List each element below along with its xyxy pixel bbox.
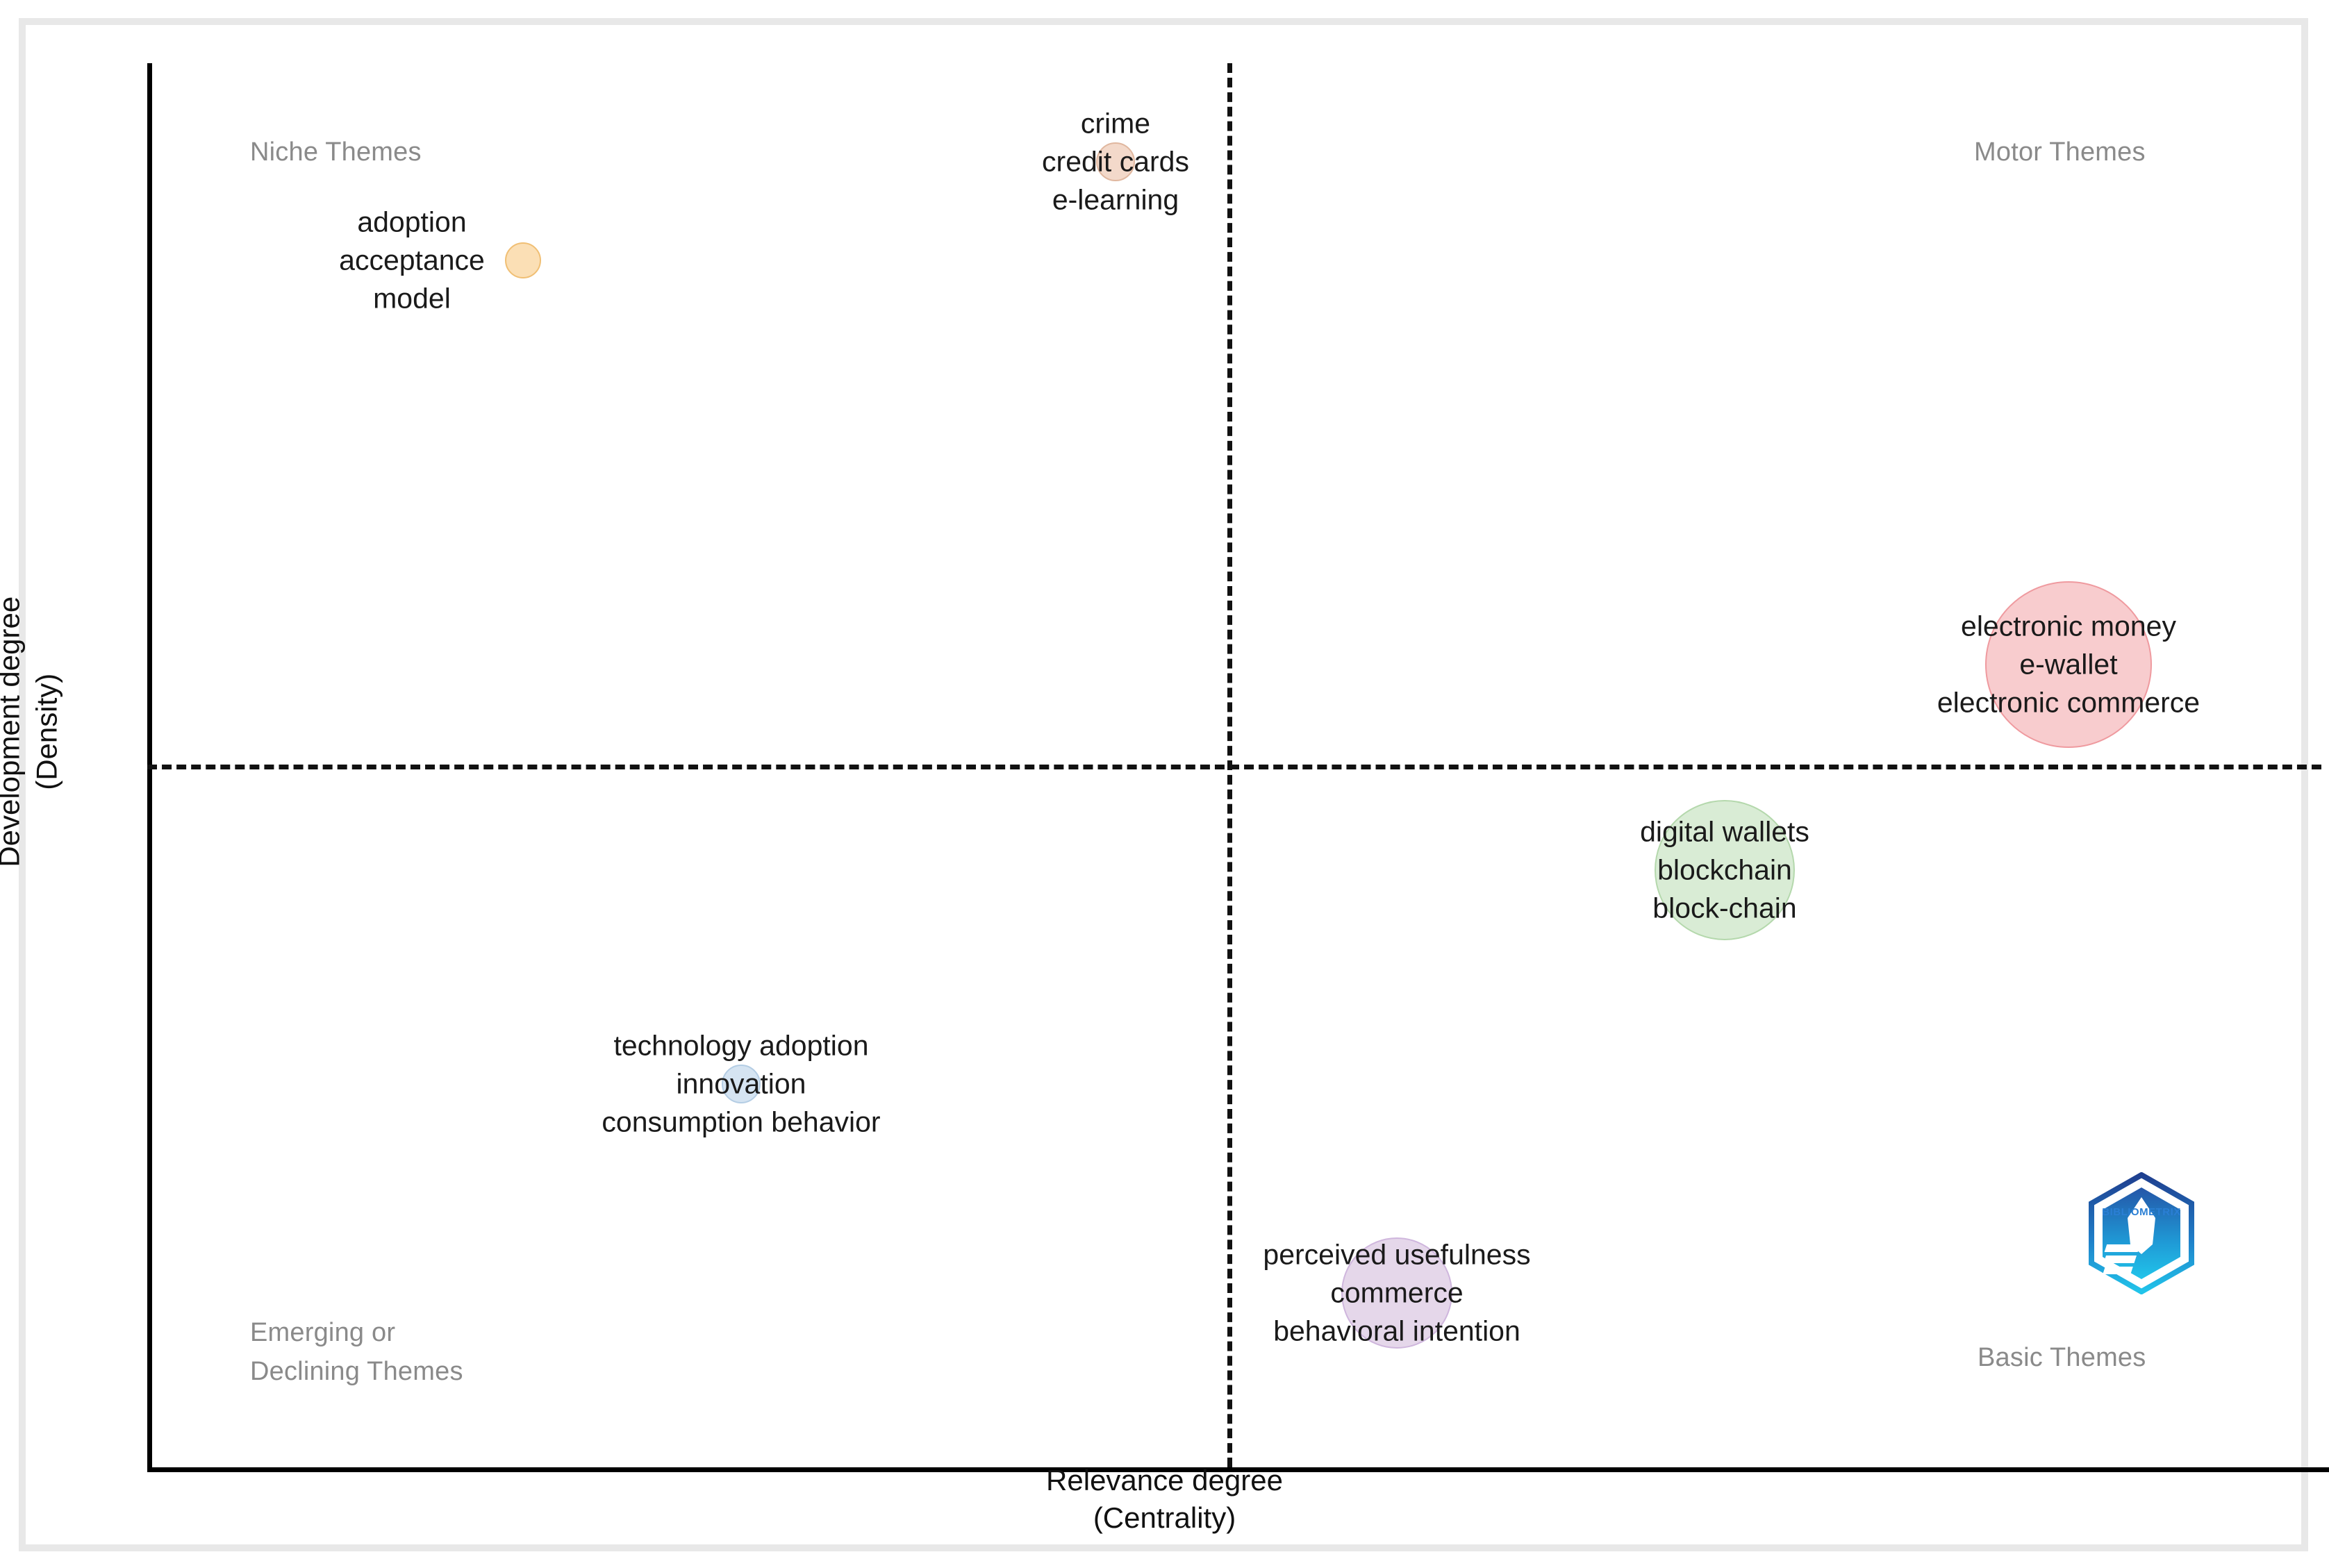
cluster-term: model [373, 282, 451, 315]
quadrant-label-emerging-declining-themes: Emerging or Declining Themes [250, 1318, 463, 1386]
bubble-electronic-money-cluster[interactable] [1985, 581, 2152, 748]
bubble-innovation-cluster[interactable] [722, 1065, 761, 1103]
bubble-crime-cluster[interactable] [1096, 142, 1135, 181]
quadrant-label-motor-themes: Motor Themes [1974, 137, 2146, 167]
stacked-bars-icon [2103, 1244, 2141, 1274]
horizontal-quadrant-divider [147, 765, 2321, 769]
cluster-term: acceptance [339, 244, 485, 276]
cluster-term: e-learning [1052, 183, 1179, 216]
x-axis-title: Relevance degree (Centrality) [1046, 1464, 1283, 1534]
cluster-term: consumption behavior [602, 1106, 881, 1138]
bibliometrix-logo: BIBLIOMETRIX [2087, 1172, 2196, 1294]
vertical-quadrant-divider [1227, 63, 1232, 1467]
quadrant-label-niche-themes: Niche Themes [250, 137, 422, 167]
rocket-icon [2128, 1197, 2155, 1254]
plot-area: Niche Themes Motor Themes Emerging or De… [147, 63, 2329, 1472]
bubble-commerce-cluster[interactable] [1341, 1237, 1452, 1349]
cluster-term: technology adoption [613, 1029, 869, 1062]
bubble-blockchain-cluster[interactable] [1655, 800, 1795, 940]
x-axis-line [147, 1467, 2329, 1472]
bibliometrix-wordmark: BIBLIOMETRIX [2102, 1206, 2181, 1218]
bubble-adoption-cluster[interactable] [505, 242, 541, 278]
y-axis-title: Development degree (Density) [0, 596, 63, 867]
cluster-term: adoption [357, 206, 467, 238]
figure-frame: Niche Themes Motor Themes Emerging or De… [19, 18, 2329, 1551]
hexagon-outline [2089, 1172, 2194, 1294]
cluster-label-adoption: adoption acceptance model [339, 203, 485, 318]
cluster-term: crime [1080, 107, 1151, 140]
quadrant-label-basic-themes: Basic Themes [1978, 1343, 2146, 1372]
